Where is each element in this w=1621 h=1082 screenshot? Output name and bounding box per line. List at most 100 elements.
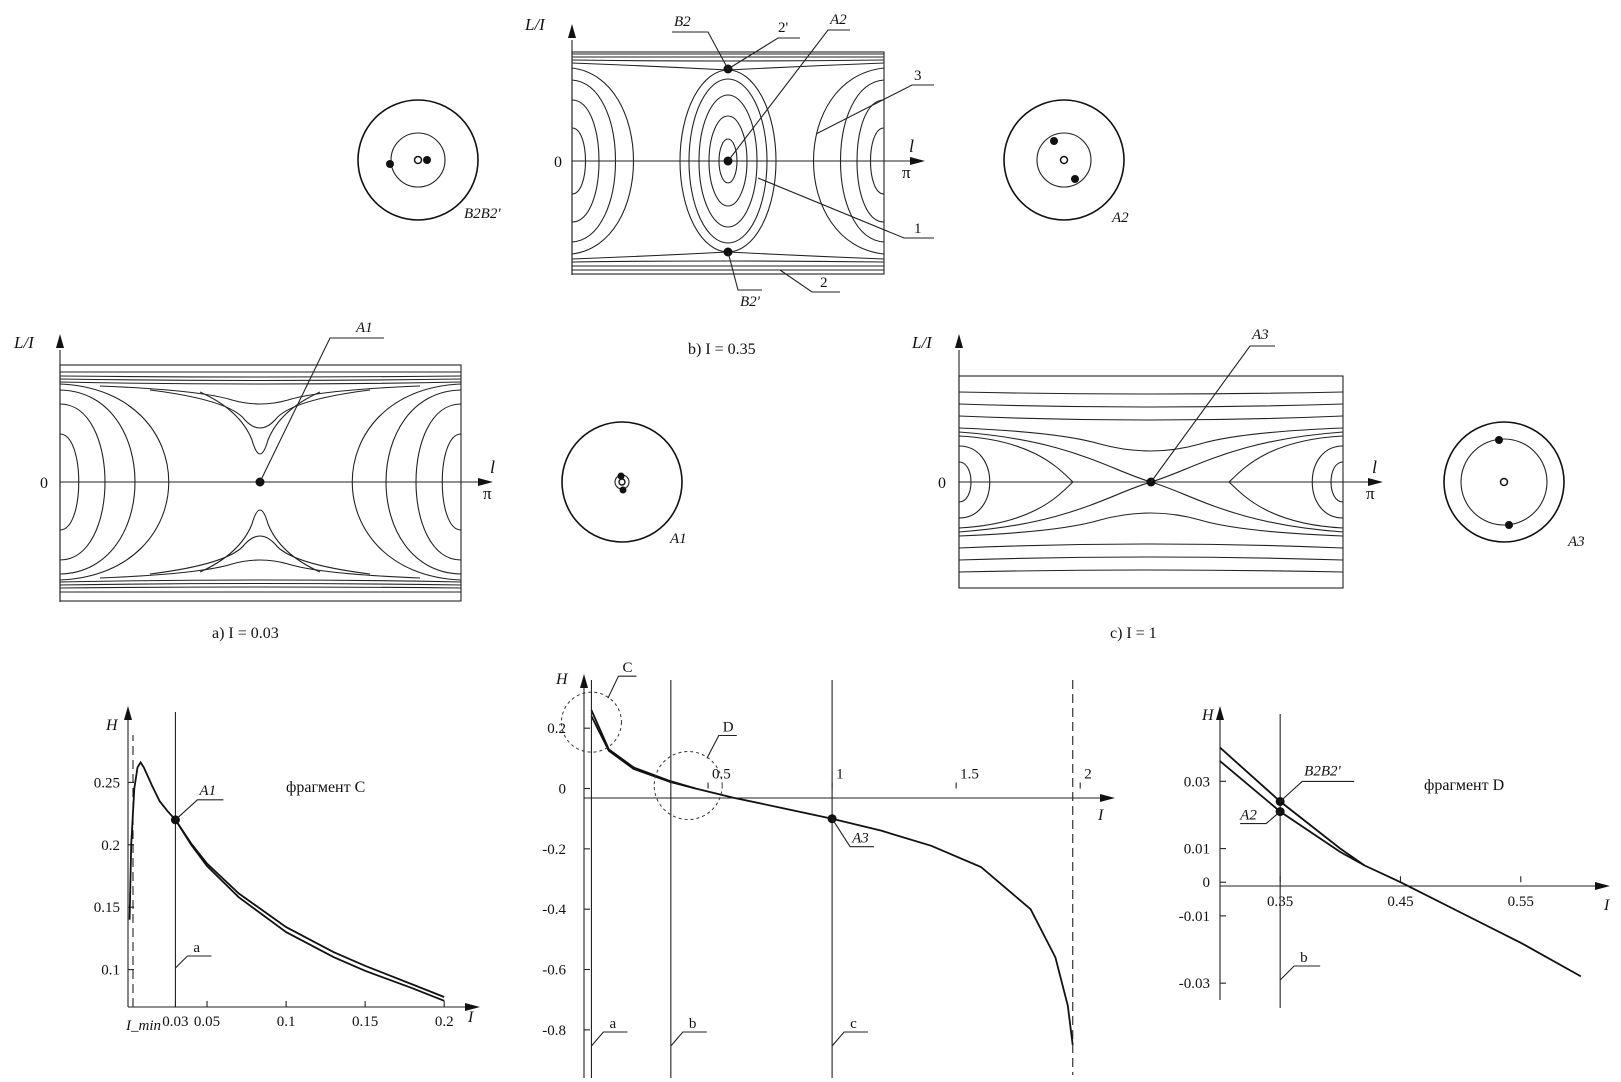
- panel-b-leader-1: [757, 177, 934, 239]
- disk-A1-center: [618, 478, 626, 486]
- panel-a-xend: π: [483, 484, 492, 503]
- chartD-leader-B2B2prime: [1279, 780, 1355, 802]
- disk-A1-body-1: [617, 472, 625, 480]
- disk-A3: A3: [1443, 421, 1585, 550]
- panel-a-pass-top-3: [199, 391, 321, 455]
- chartC-ytick-label-2: 0.2: [101, 838, 120, 854]
- chartM-leader-c: [831, 1031, 869, 1047]
- panel-c-ylabel: L/I: [911, 333, 933, 352]
- chartM-leader-a: [591, 1031, 628, 1047]
- chartC-xtick-label-4: 0.2: [435, 1014, 454, 1030]
- panel-a-caption: a) I = 0.03: [212, 625, 279, 642]
- disk-A3-label: A3: [1567, 534, 1585, 550]
- panel-a-pass-bottom-1: [199, 509, 321, 573]
- chartC-title: фрагмент C: [286, 779, 365, 796]
- panel-b-leader-2prime: [727, 37, 800, 70]
- chartM-label-C: C: [622, 660, 632, 676]
- panel-b-leader-2: [779, 269, 840, 293]
- chartD-series-2: [1219, 760, 1365, 867]
- chartM-circle-C: [560, 691, 622, 753]
- chartM-ytick-label-4: -0.6: [542, 963, 566, 979]
- panel-c-left-orbit-3: [958, 435, 1074, 529]
- chartD-ytick-label-1: 0.01: [1184, 842, 1210, 858]
- panel-b-left-orbit-2: [571, 99, 600, 223]
- chartM-x-arrow: [1100, 794, 1115, 802]
- panel-a-ylabel: L/I: [13, 333, 35, 352]
- chartC-ytick-label-1: 0.15: [94, 900, 120, 916]
- chartC-xtick-label-1: 0.05: [194, 1014, 220, 1030]
- panel-a-right-orbit-4: [351, 383, 462, 581]
- panel-c-right-orbit-1: [1330, 461, 1344, 503]
- panel-b-orbit-1: [718, 138, 738, 184]
- chartM-series-2: [590, 715, 696, 790]
- chartD-ytick-label-0: 0.03: [1184, 774, 1210, 790]
- chartD-series-1: [1219, 746, 1582, 978]
- chartD-leader-b: [1279, 965, 1321, 981]
- panel-b-left-orbit-1: [571, 127, 586, 195]
- chartM-label-b: b: [689, 1016, 697, 1032]
- panel-c-left-orbit-1: [958, 461, 972, 503]
- chartC-xlabel: I: [467, 1009, 474, 1026]
- chartC-ylabel: H: [105, 717, 119, 734]
- panel-b-frame: [571, 51, 885, 275]
- chartM-xtick-label-3: 2: [1084, 767, 1092, 783]
- panel-a-left-orbit-4: [59, 383, 170, 581]
- panel-c-zero: 0: [938, 475, 946, 492]
- chartM-xtick-label-2: 1.5: [960, 767, 979, 783]
- panel-b-zero: 0: [554, 154, 562, 171]
- chartM-y-arrow: [580, 674, 588, 688]
- panel-b-x-arrow: [910, 157, 925, 165]
- panel-a-left-orbit-1: [59, 433, 80, 531]
- chartM-leader-b: [670, 1031, 707, 1047]
- chartM-leader-D: [706, 734, 737, 759]
- chartD-ytick-label-4: -0.03: [1179, 976, 1210, 992]
- panel-a-pass-top-2: [149, 389, 371, 429]
- panel-b-right-orbit-4: [813, 67, 885, 255]
- chartD-label-A2: A2: [1239, 808, 1257, 824]
- disk-A2-body-1: [1050, 137, 1058, 145]
- chartC-xtick-label-2: 0.1: [277, 1014, 296, 1030]
- disk-A2-label: A2: [1111, 210, 1129, 226]
- panel-b-label-3: 3: [914, 68, 922, 84]
- panel-b-leader-A2: [727, 29, 850, 162]
- disk-A2-orbit: [1036, 132, 1092, 188]
- panel-c: L/I 0 l π A3 c) I = 1: [911, 327, 1383, 642]
- panel-b-orbit-2: [708, 115, 748, 207]
- disk-A3-center: [1499, 477, 1509, 487]
- chartD-title: фрагмент D: [1424, 777, 1504, 794]
- chartM-leader-C: [607, 675, 637, 699]
- chartC-leader-a: [175, 955, 212, 969]
- chartC-xtick-label-3: 0.15: [352, 1014, 378, 1030]
- panel-c-xend: π: [1366, 484, 1375, 503]
- chartD-label-B2B2prime: B2B2': [1304, 763, 1341, 779]
- panel-b-label-2prime: 2': [778, 20, 789, 36]
- panel-c-y-arrow: [955, 334, 963, 348]
- panel-c-right-orbit-3: [1228, 435, 1344, 529]
- panel-b-xend: π: [902, 163, 911, 182]
- panel-b-flow-bottom: [571, 260, 885, 271]
- panel-b-right-orbit-3: [840, 79, 885, 243]
- disk-A1: A1: [561, 421, 687, 547]
- panel-a-xlabel: l: [490, 457, 495, 477]
- panel-a-x-arrow: [478, 478, 493, 486]
- panel-b-xlabel: l: [909, 136, 914, 156]
- disk-A3-orbit: [1460, 438, 1548, 526]
- panel-c-pass-top-1: [958, 427, 1344, 452]
- panel-b-orbit-4: [688, 78, 768, 244]
- disk-A3-body-1: [1495, 436, 1503, 444]
- chartM-label-a: a: [609, 1016, 616, 1032]
- panel-a-right-orbit-1: [441, 433, 462, 531]
- panel-a-pass-top-1: [99, 385, 421, 405]
- panel-b-flow-top: [571, 53, 885, 62]
- panel-b-label-A2: A2: [829, 12, 847, 28]
- disk-B2B2prime-label: B2B2': [464, 206, 501, 222]
- disk-A2-center: [1059, 155, 1069, 165]
- panel-c-flow-top: [958, 391, 1344, 421]
- chartM-ytick-label-2: -0.2: [542, 842, 566, 858]
- disk-A1-label: A1: [669, 531, 687, 547]
- chartD-leader-A2: [1240, 811, 1281, 825]
- chartM-ylabel: H: [555, 671, 569, 688]
- panel-c-right-orbit-2: [1311, 445, 1344, 519]
